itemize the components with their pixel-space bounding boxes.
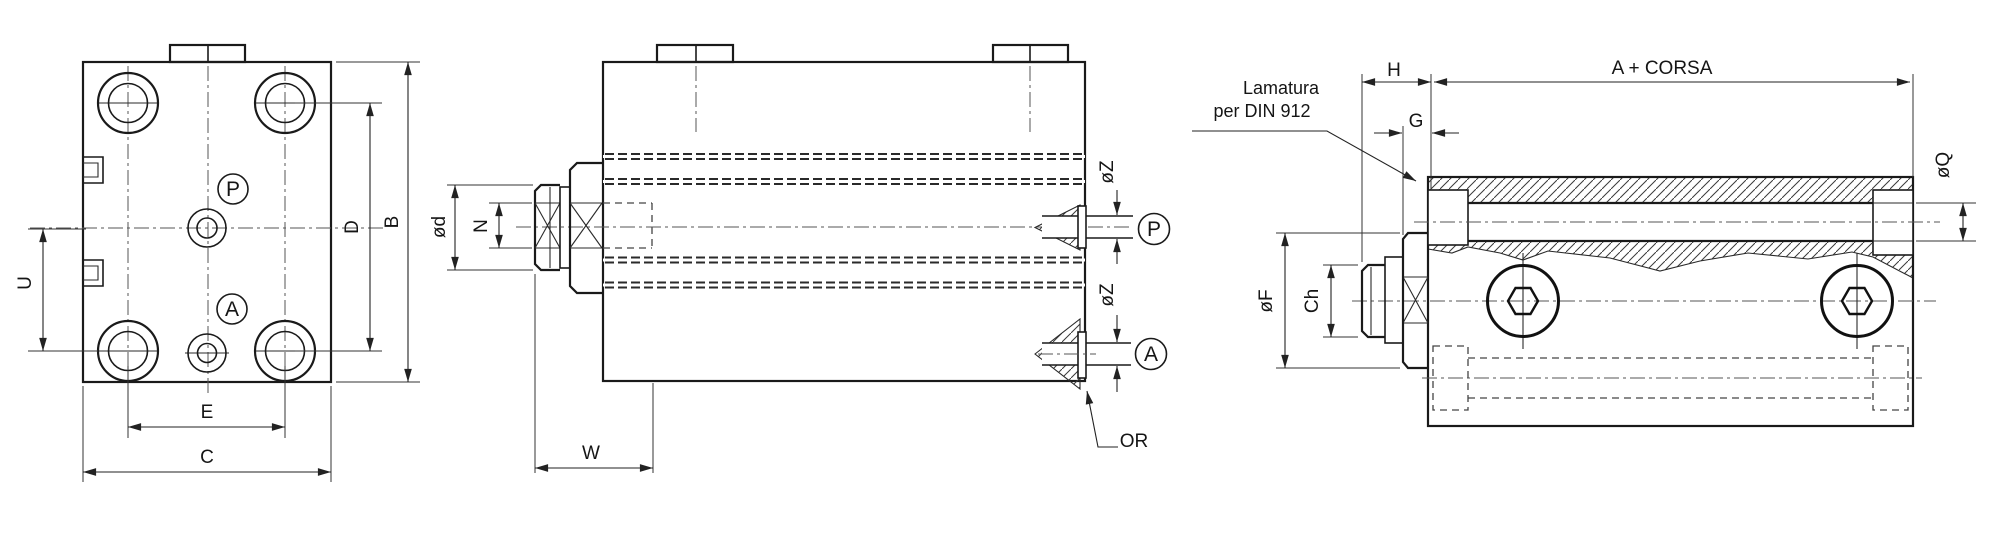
front-port-a-bubble: A bbox=[216, 293, 248, 325]
front-view: P A U E C bbox=[15, 43, 420, 482]
screw-hex-socket bbox=[1506, 286, 1540, 316]
rear-rod-stack bbox=[1360, 231, 1429, 370]
port-p-mouth bbox=[1077, 205, 1087, 249]
port-a-mouth bbox=[1077, 331, 1087, 379]
dim-label-d: D bbox=[342, 220, 363, 234]
dimension-Ch: Ch bbox=[1302, 264, 1358, 338]
counterbore-note: Lamatura per DIN 912 bbox=[1192, 78, 1417, 182]
rod-hidden-thread bbox=[603, 202, 653, 249]
dimension-H: H bbox=[1361, 60, 1432, 262]
front-centerlines bbox=[30, 66, 385, 394]
dim-label-b: B bbox=[382, 216, 403, 229]
a-bubble-label: A bbox=[225, 298, 239, 321]
gland-x-mark bbox=[1402, 276, 1429, 324]
side-body bbox=[601, 60, 1087, 383]
p-bubble-circle bbox=[1137, 212, 1171, 246]
note-line-2: per DIN 912 bbox=[1213, 101, 1310, 121]
front-sensor-slot-lower bbox=[83, 259, 104, 287]
note-line-1: Lamatura bbox=[1243, 78, 1320, 98]
hidden-counterbore bbox=[1432, 345, 1469, 411]
dimension-rod-diameter: ød bbox=[429, 184, 533, 271]
dimension-D: D bbox=[295, 102, 382, 352]
dim-label-z-bottom: øZ bbox=[1097, 283, 1118, 307]
front-port-p-bubble: P bbox=[217, 173, 249, 205]
port-p-boss bbox=[187, 208, 227, 248]
p-bubble-label: P bbox=[226, 178, 240, 201]
port-a-boss bbox=[187, 333, 227, 373]
upper-wall-hatch bbox=[1428, 177, 1913, 203]
dimension-E: E bbox=[127, 366, 286, 438]
through-hole bbox=[107, 82, 149, 124]
dim-label-g: G bbox=[1409, 111, 1424, 132]
lock-nut bbox=[533, 183, 560, 272]
gland-x-mark bbox=[569, 202, 603, 249]
rod-end-stack bbox=[533, 161, 603, 295]
dimension-N: N bbox=[471, 202, 532, 249]
port-p-section: øZ P bbox=[1033, 160, 1171, 264]
oring-label: OR bbox=[1120, 431, 1149, 452]
slot-outer bbox=[83, 156, 104, 184]
dim-label-c: C bbox=[200, 447, 214, 468]
hidden-counterbore bbox=[1872, 345, 1909, 411]
dim-label-z-top: øZ bbox=[1097, 160, 1118, 184]
section-break-line bbox=[1427, 246, 1914, 279]
front-sensor-slot-upper bbox=[83, 156, 104, 184]
port-p-bore bbox=[1042, 216, 1086, 238]
leader-line bbox=[1085, 390, 1118, 448]
dim-label-e: E bbox=[201, 402, 214, 423]
oring-callout: OR bbox=[1085, 390, 1149, 452]
assembly-screw-left bbox=[1486, 253, 1560, 349]
p-bubble-circle bbox=[217, 173, 249, 205]
dim-label-n: N bbox=[471, 219, 492, 233]
front-port-p bbox=[187, 208, 227, 248]
front-port-a bbox=[187, 333, 227, 373]
lower-wall-hatch bbox=[1428, 241, 1913, 278]
side-lug-left bbox=[655, 43, 735, 64]
dim-label-stroke: A + CORSA bbox=[1612, 58, 1713, 79]
tie-rod-threads bbox=[603, 153, 1085, 289]
counterbore-pocket bbox=[1427, 189, 1469, 246]
port-p-hole bbox=[196, 217, 218, 239]
dimension-C: C bbox=[82, 386, 332, 482]
a-bubble-label: A bbox=[1144, 343, 1158, 366]
slot-inner bbox=[83, 265, 99, 281]
screw-hex-socket bbox=[1840, 286, 1874, 316]
dimension-A-CORSA: A + CORSA bbox=[1434, 58, 1914, 177]
slot-inner bbox=[83, 162, 99, 178]
side-section-view: ød N W øZ P bbox=[429, 43, 1171, 473]
slot-outer bbox=[83, 259, 104, 287]
dim-label-u: U bbox=[15, 276, 36, 290]
note-leader-line bbox=[1192, 130, 1417, 182]
p-bubble-label: P bbox=[1147, 218, 1161, 241]
counterbore-hole bbox=[96, 71, 160, 135]
rod-gland bbox=[568, 161, 602, 295]
port-a-hole bbox=[196, 342, 218, 364]
lock-nut bbox=[1360, 263, 1385, 339]
hidden-rear-bore bbox=[1432, 345, 1909, 411]
screw-head-circle bbox=[1486, 264, 1560, 338]
dim-label-h: H bbox=[1387, 60, 1401, 81]
port-a-section: øZ A bbox=[1034, 283, 1168, 392]
nut-x-mark bbox=[534, 202, 561, 249]
assembly-screw-right bbox=[1820, 253, 1894, 349]
dim-label-f: øF bbox=[1256, 289, 1277, 312]
dim-label-rod-diameter: ød bbox=[429, 216, 450, 238]
rear-section-view: H A + CORSA G øQ øF Ch bbox=[1192, 58, 1976, 428]
a-bubble-circle bbox=[216, 293, 248, 325]
dimension-W: W bbox=[534, 274, 654, 473]
screw-head-circle bbox=[1820, 264, 1894, 338]
dimension-F: øF bbox=[1256, 232, 1400, 369]
dim-label-w: W bbox=[582, 443, 600, 464]
dimension-Q: øQ bbox=[1916, 152, 1976, 242]
dim-label-q: øQ bbox=[1933, 152, 1954, 178]
dimension-U: U bbox=[15, 228, 98, 352]
a-bubble-circle bbox=[1134, 337, 1168, 371]
dimension-B: B bbox=[336, 61, 420, 383]
dim-label-ch: Ch bbox=[1302, 289, 1323, 313]
spacer-ring bbox=[1384, 256, 1404, 344]
